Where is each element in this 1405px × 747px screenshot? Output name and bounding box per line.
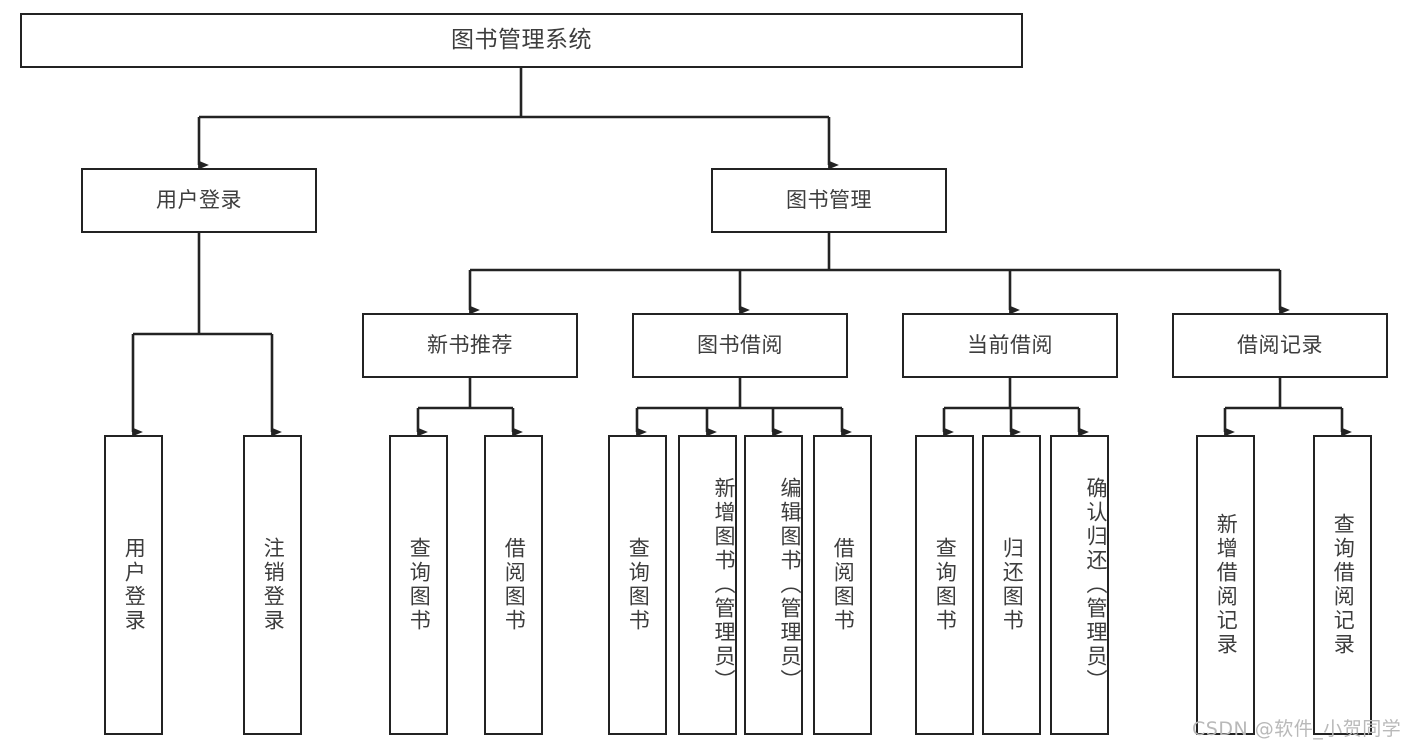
leaf-query-book-current[interactable]: 查询图书 [915,435,974,735]
leaf-query-borrow-record[interactable]: 查询借阅记录 [1313,435,1372,735]
leaf-query-book-borrow[interactable]: 查询图书 [608,435,667,735]
csdn-watermark: CSDN @软件_小贺同学 [1192,718,1402,740]
leaf-return-book[interactable]: 归还图书 [982,435,1041,735]
node-book-management[interactable]: 图书管理 [711,168,947,233]
leaf-confirm-return-admin[interactable]: 确认归还（管理员） [1050,435,1109,735]
leaf-query-book-recommend[interactable]: 查询图书 [389,435,448,735]
node-user-login[interactable]: 用户登录 [81,168,317,233]
leaf-edit-book-admin[interactable]: 编辑图书（管理员） [744,435,803,735]
node-book-borrow[interactable]: 图书借阅 [632,313,848,378]
node-new-book-recommend[interactable]: 新书推荐 [362,313,578,378]
node-root-system[interactable]: 图书管理系统 [20,13,1023,68]
leaf-user-logout[interactable]: 注销登录 [243,435,302,735]
node-current-borrow[interactable]: 当前借阅 [902,313,1118,378]
leaf-borrow-book-recommend[interactable]: 借阅图书 [484,435,543,735]
leaf-add-borrow-record[interactable]: 新增借阅记录 [1196,435,1255,735]
node-borrow-record[interactable]: 借阅记录 [1172,313,1388,378]
leaf-user-login[interactable]: 用户登录 [104,435,163,735]
leaf-add-book-admin[interactable]: 新增图书（管理员） [678,435,737,735]
leaf-borrow-book[interactable]: 借阅图书 [813,435,872,735]
